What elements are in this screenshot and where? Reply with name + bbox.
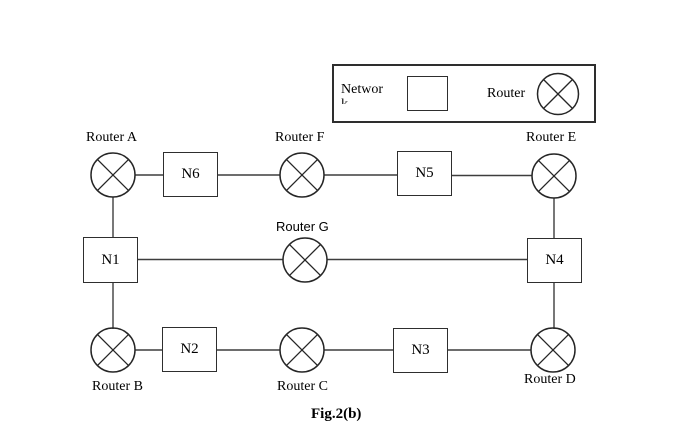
network-n6-label: N6	[181, 166, 200, 182]
network-n3-node: N3	[393, 328, 448, 373]
legend-network-label: Network	[341, 82, 383, 104]
router-c-icon	[279, 327, 325, 373]
network-n5-label: N5	[415, 165, 434, 181]
legend-box: Network Router	[332, 64, 596, 123]
network-n4-node: N4	[527, 238, 582, 283]
router-symbol-icon	[536, 72, 580, 116]
router-a-icon	[90, 152, 136, 198]
network-n2-node: N2	[162, 327, 217, 372]
network-n1-label: N1	[101, 251, 120, 268]
network-n6-node: N6	[163, 152, 218, 197]
network-n5-node: N5	[397, 151, 452, 196]
router-f-label: Router F	[275, 130, 325, 145]
router-e-label: Router E	[526, 130, 577, 145]
router-a-label: Router A	[86, 130, 137, 145]
router-d-icon	[530, 327, 576, 373]
router-f-icon	[279, 152, 325, 198]
router-d-label: Router D	[524, 372, 576, 387]
router-b-label: Router B	[92, 379, 143, 394]
network-symbol-icon	[407, 76, 448, 111]
router-c-label: Router C	[277, 379, 328, 394]
network-n2-label: N2	[180, 341, 199, 357]
network-n1-node: N1	[83, 237, 138, 283]
router-g-label: Router G	[276, 219, 329, 234]
network-n3-label: N3	[411, 342, 430, 358]
router-b-icon	[90, 327, 136, 373]
router-g-icon	[282, 237, 328, 283]
figure-caption: Fig.2(b)	[311, 406, 362, 422]
legend-router-label: Router	[487, 86, 526, 101]
router-e-icon	[531, 153, 577, 199]
network-n4-label: N4	[545, 252, 564, 268]
